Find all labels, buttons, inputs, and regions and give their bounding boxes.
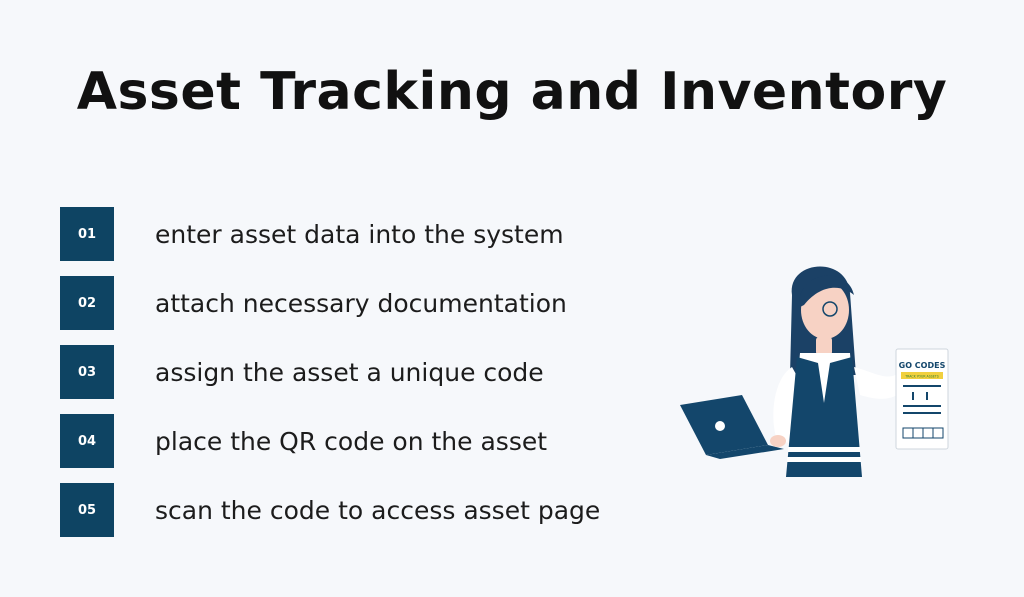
step-text: assign the asset a unique code bbox=[155, 357, 544, 387]
vest-stripe bbox=[787, 457, 861, 462]
neck bbox=[816, 337, 832, 355]
laptop-logo-icon bbox=[715, 421, 725, 431]
woman-with-laptop-illustration: GO CODES TRACK YOUR ASSETS bbox=[680, 266, 949, 477]
tag-brand: GO CODES bbox=[899, 361, 946, 370]
step-text: enter asset data into the system bbox=[155, 219, 564, 249]
step-item: 01 enter asset data into the system bbox=[60, 207, 564, 261]
step-item: 02 attach necessary documentation bbox=[60, 276, 567, 330]
step-text: scan the code to access asset page bbox=[155, 495, 601, 525]
hand-on-laptop bbox=[770, 435, 786, 447]
step-item: 03 assign the asset a unique code bbox=[60, 345, 544, 399]
hair-front bbox=[799, 275, 854, 307]
tag-tagline: TRACK YOUR ASSETS bbox=[904, 375, 939, 379]
asset-tag: GO CODES TRACK YOUR ASSETS bbox=[895, 348, 949, 450]
step-number-badge: 01 bbox=[60, 207, 114, 261]
step-number-badge: 04 bbox=[60, 414, 114, 468]
page-title: Asset Tracking and Inventory bbox=[76, 62, 948, 122]
vest-stripe bbox=[788, 447, 860, 452]
step-item: 05 scan the code to access asset page bbox=[60, 483, 600, 537]
step-item: 04 place the QR code on the asset bbox=[60, 414, 547, 468]
step-number-badge: 05 bbox=[60, 483, 114, 537]
step-number-badge: 02 bbox=[60, 276, 114, 330]
step-text: place the QR code on the asset bbox=[155, 426, 548, 456]
step-number-badge: 03 bbox=[60, 345, 114, 399]
glasses bbox=[822, 301, 838, 317]
laptop-base bbox=[706, 445, 784, 459]
step-text: attach necessary documentation bbox=[155, 288, 567, 318]
